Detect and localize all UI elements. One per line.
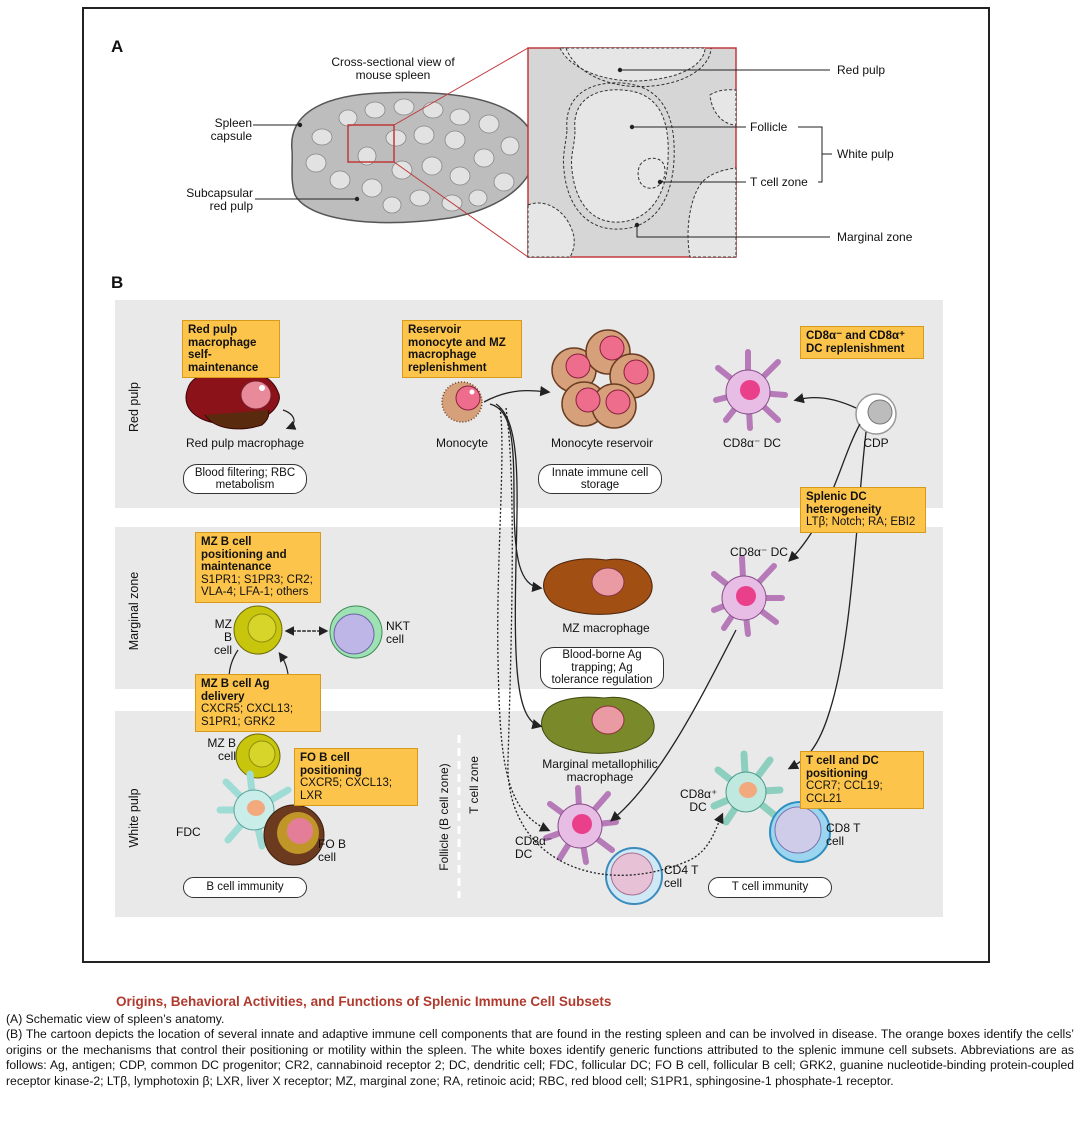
label-rp-macrophage: Red pulp macrophage xyxy=(185,436,305,450)
wbox-blood-filtering: Blood filtering; RBC metabolism xyxy=(183,464,307,494)
label-cd8-t: CD8 T cell xyxy=(826,821,861,848)
label-metallophilic: Marginal metallophilic macrophage xyxy=(542,757,658,784)
mz-b-cell-top xyxy=(233,605,283,655)
cd8neg-dc-bottom-cell xyxy=(543,785,619,865)
wbox-ag-trapping: Blood-borne Ag trapping; Ag tolerance re… xyxy=(540,647,664,689)
cd8pos-dc-cell xyxy=(710,750,784,826)
label-t-cell-zone: T cell zone xyxy=(750,175,808,189)
label-follicle: Follicle xyxy=(750,120,788,134)
figure-caption: Origins, Behavioral Activities, and Func… xyxy=(6,994,1074,1090)
spleen-anatomy-diagram xyxy=(253,47,832,258)
nkt-cell xyxy=(329,605,383,659)
label-cd8neg-dc-top: CD8α⁻ DC xyxy=(723,436,781,450)
label-cd8pos-dc: CD8α⁺ DC xyxy=(680,787,718,814)
cd8neg-dc-mid-cell xyxy=(711,555,785,637)
obox-rp-self-maintenance: Red pulp macrophage self-maintenance xyxy=(182,320,280,378)
label-monocyte: Monocyte xyxy=(435,436,489,450)
inset-follicles xyxy=(527,47,737,258)
fdc-cell xyxy=(216,770,292,850)
caption-title: Origins, Behavioral Activities, and Func… xyxy=(116,994,612,1009)
label-white-pulp: White pulp xyxy=(837,147,894,161)
caption-line-b: (B) The cartoon depicts the location of … xyxy=(6,1027,1074,1088)
obox-dc-replenishment: CD8α⁻ and CD8α⁺ DC replenishment xyxy=(800,326,924,359)
mz-macrophage-cell xyxy=(543,558,653,615)
label-spleen-capsule: Spleen capsule xyxy=(210,116,252,143)
cd4-t-cell xyxy=(605,847,663,905)
metallophilic-macrophage-cell xyxy=(541,696,655,754)
fo-b-cell xyxy=(263,804,325,866)
label-cd8neg-dc-bottom: CD8α⁻ DC xyxy=(515,834,553,861)
label-cd4-t: CD4 T cell xyxy=(664,863,699,890)
label-fo-b: FO B cell xyxy=(318,837,347,864)
panel-a-letter: A xyxy=(111,37,124,56)
monocyte-cell xyxy=(441,381,483,423)
spleen-title: Cross-sectional view of mouse spleen xyxy=(331,55,455,82)
label-nkt: NKT cell xyxy=(386,619,410,646)
label-red-pulp: Red pulp xyxy=(837,63,886,77)
spleen-selection-box xyxy=(347,124,395,163)
wbox-b-cell-immunity: B cell immunity xyxy=(183,877,307,898)
label-fdc: FDC xyxy=(176,825,201,839)
label-mz-b-top: MZ B cell xyxy=(213,617,232,657)
wbox-innate-storage: Innate immune cell storage xyxy=(538,464,662,494)
panel-b-letter: B xyxy=(111,273,124,292)
label-monocyte-reservoir: Monocyte reservoir xyxy=(550,436,654,450)
label-marginal-zone: Marginal zone xyxy=(837,230,913,244)
red-pulp-macrophage-cell xyxy=(185,369,297,430)
label-follicle-zone: Follicle (B cell zone) xyxy=(437,763,451,871)
cdp-cell xyxy=(855,393,897,435)
label-cd8neg-dc-mid: CD8α⁻ DC xyxy=(730,545,788,559)
cell-diagram xyxy=(185,329,897,905)
mz-b-cell-bottom xyxy=(235,733,281,779)
label-cdp: CDP xyxy=(863,436,889,450)
cd8-t-cell xyxy=(769,801,831,863)
cd8neg-dc-top-cell xyxy=(713,349,788,431)
monocyte-reservoir-cells xyxy=(551,329,655,429)
caption-line-a: (A) Schematic view of spleen’s anatomy. xyxy=(6,1011,225,1026)
label-mz-macrophage: MZ macrophage xyxy=(562,621,650,635)
obox-reservoir-replenishment: Reservoir monocyte and MZ macrophage rep… xyxy=(402,320,522,378)
label-subcapsular-red-pulp: Subcapsular red pulp xyxy=(186,186,253,213)
label-t-cell-zone-b: T cell zone xyxy=(467,756,481,814)
label-mz-b-bottom: MZ B cell xyxy=(207,736,236,763)
wbox-t-cell-immunity: T cell immunity xyxy=(708,877,832,898)
